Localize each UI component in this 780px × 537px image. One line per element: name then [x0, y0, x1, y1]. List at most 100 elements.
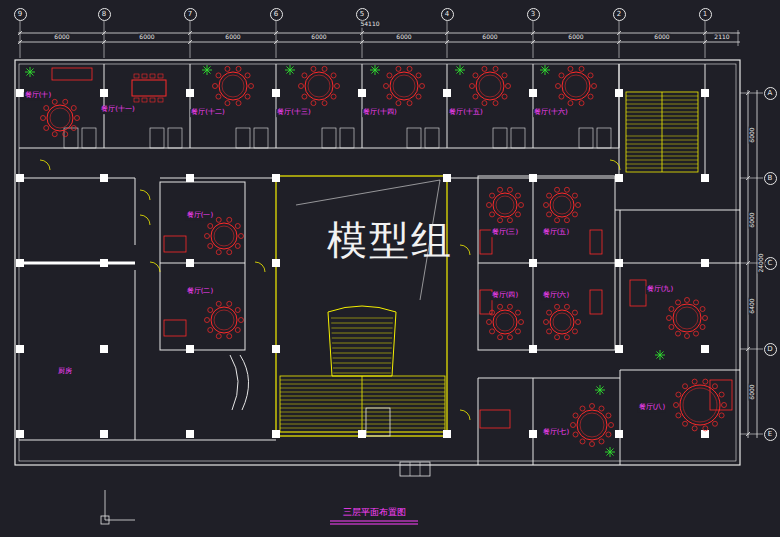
plan-line: [190, 21, 191, 58]
dimension-text: 54110: [359, 21, 380, 28]
column: [100, 89, 108, 97]
round-table: [390, 72, 418, 100]
column: [16, 430, 24, 438]
column: [529, 89, 537, 97]
dimension-text: 6000: [653, 34, 670, 41]
plan-line: [511, 128, 525, 148]
room-label: 餐厅(四): [491, 292, 519, 300]
plan-line: [328, 306, 396, 376]
plan-line: [620, 263, 740, 264]
chair: [299, 84, 304, 89]
round-table: [493, 310, 517, 334]
plan-line: [420, 462, 421, 476]
plan-line: [710, 380, 732, 410]
chair: [547, 193, 552, 198]
plan-line: [330, 524, 418, 525]
chair: [482, 101, 487, 106]
plan-line: [140, 215, 150, 225]
round-table: [496, 196, 514, 214]
chair: [703, 379, 708, 384]
chair: [387, 94, 392, 99]
chair: [564, 335, 569, 340]
plan-line: [660, 355, 664, 359]
chair: [245, 94, 250, 99]
plan-line: [360, 31, 364, 35]
chair: [547, 212, 552, 217]
plan-line: [160, 178, 276, 179]
chair: [703, 316, 708, 321]
plan-line: [26, 72, 30, 76]
axis-number: D: [767, 346, 772, 353]
plan-line: [160, 182, 245, 350]
plan-line: [760, 178, 763, 179]
plan-line: [20, 21, 21, 58]
round-table: [476, 72, 504, 100]
plan-line: [662, 92, 663, 172]
chair: [559, 94, 564, 99]
chair: [52, 99, 57, 104]
chair: [227, 217, 232, 222]
column: [186, 345, 194, 353]
room-label: 餐厅(七): [542, 429, 570, 437]
chair: [606, 432, 611, 437]
chair: [498, 218, 503, 223]
plan-line: [276, 64, 277, 148]
axis-number: 4: [445, 11, 449, 18]
plan-line: [447, 21, 448, 58]
plan-line: [746, 432, 750, 436]
plan-line: [656, 351, 660, 355]
plan-line: [286, 66, 290, 70]
plan-line: [134, 98, 139, 102]
chair: [239, 318, 244, 323]
column: [701, 174, 709, 182]
plan-line: [102, 31, 106, 35]
chair: [407, 101, 412, 106]
room-label: 厨房: [57, 368, 73, 376]
round-table: [493, 193, 517, 217]
plan-line: [456, 70, 460, 74]
chair: [592, 84, 597, 89]
plan-line: [142, 74, 147, 78]
chair: [507, 335, 512, 340]
chair: [311, 101, 316, 106]
dimension-text: 6000: [749, 126, 756, 143]
chair: [580, 439, 585, 444]
chair: [712, 384, 717, 389]
column: [100, 259, 108, 267]
chair: [719, 392, 724, 397]
round-table: [683, 388, 717, 422]
chair: [208, 308, 213, 313]
plan-line: [333, 368, 391, 369]
plan-line: [276, 176, 447, 436]
chair: [588, 94, 593, 99]
chair: [507, 187, 512, 192]
column: [701, 259, 709, 267]
plan-line: [280, 420, 445, 421]
plan-line: [30, 72, 34, 76]
column: [443, 174, 451, 182]
chair: [580, 406, 585, 411]
chair: [235, 224, 240, 229]
column: [615, 174, 623, 182]
chair: [572, 329, 577, 334]
plan-line: [164, 236, 186, 252]
plan-line: [610, 448, 614, 452]
dimension-text: 6000: [310, 34, 327, 41]
room-label: 餐厅(九): [646, 286, 674, 294]
chair: [490, 329, 495, 334]
chair: [239, 234, 244, 239]
chair: [249, 84, 254, 89]
chair: [547, 310, 552, 315]
chair: [216, 73, 221, 78]
axis-number: 2: [617, 11, 621, 18]
room-label: 餐厅(十五): [448, 109, 483, 117]
plan-line: [407, 128, 421, 148]
plan-line: [18, 31, 22, 35]
chair: [416, 73, 421, 78]
axis-number: 6: [274, 11, 278, 18]
chair: [555, 304, 560, 309]
plan-line: [274, 40, 278, 44]
plan-line: [203, 70, 207, 74]
chair: [225, 66, 230, 71]
plan-line: [746, 176, 750, 180]
